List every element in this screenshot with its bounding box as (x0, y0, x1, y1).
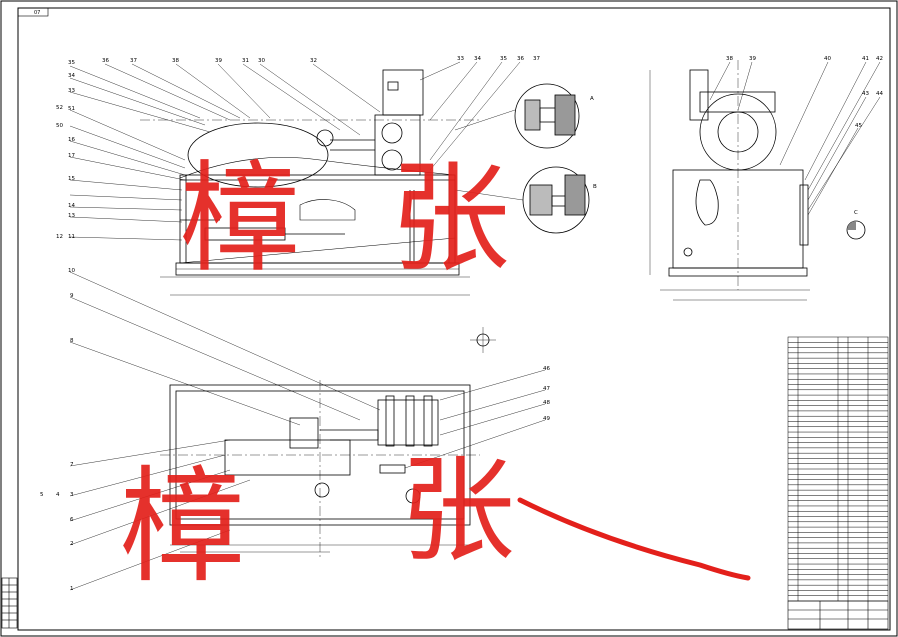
callout-36: 36 (102, 58, 109, 64)
callout-38: 38 (172, 58, 179, 64)
motor (187, 122, 329, 188)
front-view (140, 69, 480, 296)
callout-49: 49 (543, 416, 550, 422)
callout-17: 17 (68, 153, 75, 159)
detail-marker-b: B (593, 184, 597, 190)
callout-8: 8 (70, 338, 74, 344)
inner-border (17, 7, 891, 631)
callout-34: 34 (68, 73, 75, 79)
callout-51: 51 (68, 106, 75, 112)
watermark-char-4: 张 (400, 444, 515, 578)
callout-7: 7 (70, 462, 74, 468)
side-callouts: 38 39 40 41 42 43 44 45 (726, 56, 883, 129)
callout-13: 13 (68, 213, 75, 219)
callout-4: 4 (56, 492, 60, 498)
front-left-callouts: 35 34 33 52 51 50 17 16 15 14 13 12 11 (56, 60, 75, 240)
watermark-tail-stroke (517, 497, 751, 581)
callout-30: 30 (258, 58, 265, 64)
corner-tag: 07 (34, 10, 40, 16)
watermark-char-1: 樟 (180, 150, 300, 289)
callout-side-40: 40 (824, 56, 831, 62)
callout-35b: 35 (500, 56, 507, 62)
corner-tag-box (17, 7, 49, 17)
callout-14: 14 (68, 203, 75, 209)
front-top-callouts: 36 37 38 39 31 30 32 33 34 35 36 37 (102, 56, 540, 64)
callout-side-39: 39 (749, 56, 756, 62)
detail-markers: A B C (590, 96, 858, 216)
plan-leaders (69, 271, 546, 591)
callout-50: 50 (56, 123, 63, 129)
callout-10: 10 (68, 268, 75, 274)
callout-46: 46 (543, 366, 550, 372)
callout-5: 5 (40, 492, 44, 498)
callout-48: 48 (543, 400, 550, 406)
callout-6: 6 (70, 517, 74, 523)
parts-table-rows (788, 342, 888, 596)
callout-3: 3 (70, 492, 74, 498)
callout-33: 33 (68, 88, 75, 94)
watermark: 樟 张 樟 张 (120, 150, 751, 600)
detail-marker-a: A (590, 96, 594, 102)
callout-1: 1 (70, 586, 74, 592)
title-block (787, 600, 889, 630)
detail-circle-upper (514, 83, 580, 149)
callout-47: 47 (543, 386, 550, 392)
front-top-leaders (104, 61, 521, 171)
front-left-leaders (69, 65, 211, 241)
callout-36b: 36 (517, 56, 524, 62)
callout-side-44: 44 (876, 91, 883, 97)
callout-12: 12 (56, 234, 63, 240)
callout-16: 16 (68, 137, 75, 143)
callout-35: 35 (68, 60, 75, 66)
callout-34b: 34 (474, 56, 481, 62)
callout-side-45: 45 (855, 123, 862, 129)
callout-side-41: 41 (862, 56, 869, 62)
watermark-char-3: 樟 (120, 455, 245, 600)
left-stamp-boxes (1, 577, 18, 629)
callout-15: 15 (68, 176, 75, 182)
callout-side-42: 42 (876, 56, 883, 62)
side-view (649, 60, 810, 301)
callout-37b: 37 (533, 56, 540, 62)
callout-side-43: 43 (862, 91, 869, 97)
callout-31: 31 (242, 58, 249, 64)
callout-9: 9 (70, 293, 74, 299)
callout-2: 2 (70, 541, 74, 547)
callout-11: 11 (68, 234, 75, 240)
callout-37: 37 (130, 58, 137, 64)
side-leaders (709, 61, 881, 216)
callout-side-38: 38 (726, 56, 733, 62)
callout-52: 52 (56, 105, 63, 111)
plan-view (160, 327, 496, 560)
callout-33b: 33 (457, 56, 464, 62)
callout-32: 32 (310, 58, 317, 64)
callout-39: 39 (215, 58, 222, 64)
plan-callouts: 10 9 8 7 5 4 3 6 2 1 46 47 48 49 (40, 268, 550, 592)
detail-marker-c: C (854, 210, 858, 216)
parts-table (787, 336, 889, 602)
watermark-char-2: 张 (390, 150, 510, 289)
